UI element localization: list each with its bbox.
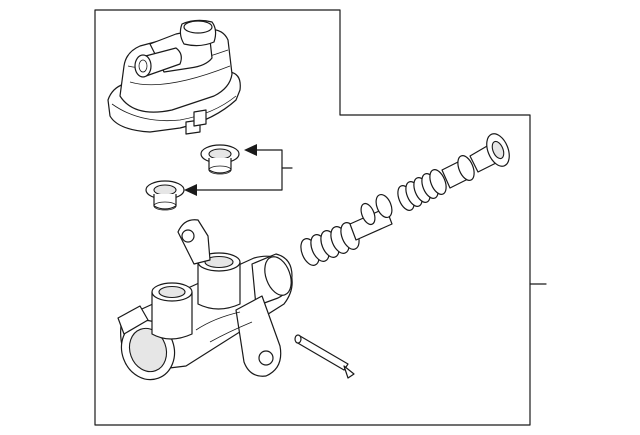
grommet-callout-bracket xyxy=(184,144,293,196)
master-cylinder-body xyxy=(117,219,293,381)
secondary-piston xyxy=(397,155,475,211)
reservoir-tank xyxy=(107,19,241,135)
arrow-head-upper xyxy=(244,144,257,156)
arrow-head-lower xyxy=(184,184,197,196)
push-rod xyxy=(294,334,355,379)
reservoir-grommet-upper xyxy=(200,144,240,175)
diagram-frame xyxy=(94,9,531,426)
piston-assembly xyxy=(300,133,510,266)
reservoir-grommet-lower xyxy=(145,180,185,211)
